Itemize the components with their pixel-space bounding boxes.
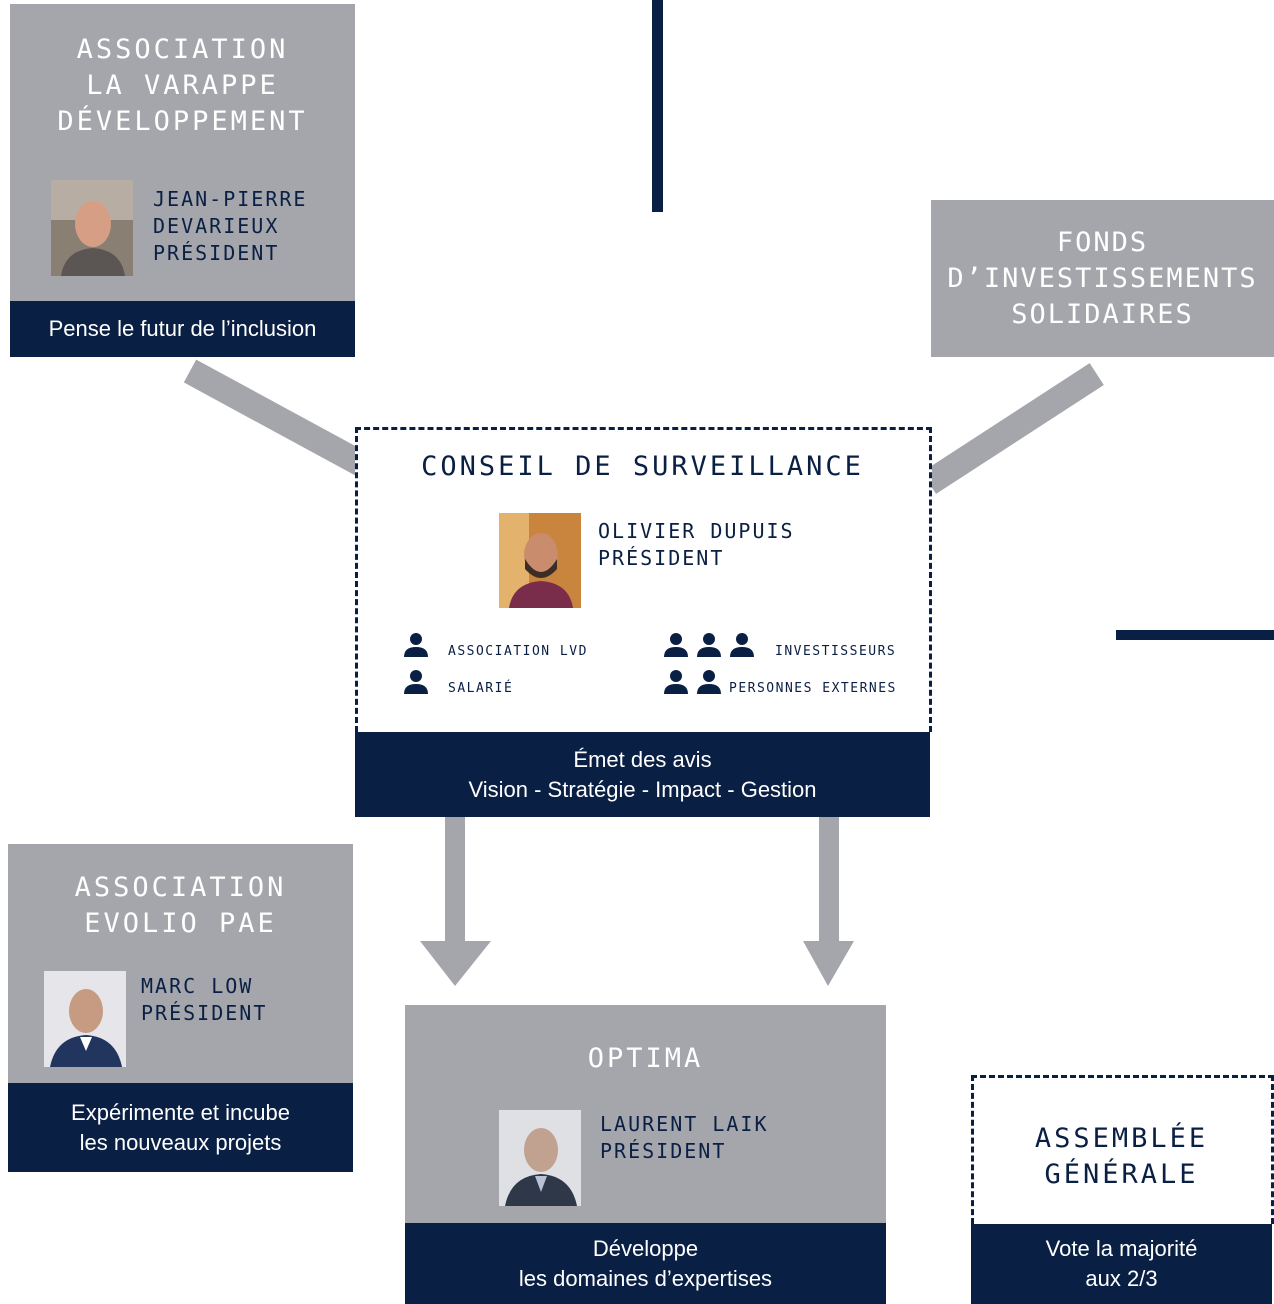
conseil-dashed-frame [355,427,932,732]
evolio-person-line: MARC LOW [141,974,254,998]
person-icon [730,633,754,657]
top-vertical-line [652,0,663,212]
optima-footer: Développe les domaines d’expertises [405,1223,886,1304]
person-icon [664,670,688,694]
arrow-down-left [420,815,491,986]
person-icon [697,670,721,694]
legend-personnes-externes: PERSONNES EXTERNES [729,681,897,696]
fonds-box: FONDS D’INVESTISSEMENTS SOLIDAIRES [931,200,1274,357]
evolio-title-line: EVOLIO PAE [84,908,277,939]
optima-box: OPTIMA LAURENT LAIK PRÉSIDENT Développe … [405,1005,886,1304]
conseil-footer: Émet des avis Vision - Stratégie - Impac… [355,732,930,817]
evolio-footer-line: les nouveaux projets [79,1129,282,1155]
lvd-president-photo [51,180,133,276]
lvd-person-line: PRÉSIDENT [153,241,280,265]
evolio-box: ASSOCIATION EVOLIO PAE MARC LOW PRÉSIDEN… [8,844,353,1172]
connector-fonds-conseil [921,363,1104,494]
evolio-person-line: PRÉSIDENT [141,1001,268,1025]
fonds-title: FONDS D’INVESTISSEMENTS SOLIDAIRES [931,225,1274,333]
assemblee-title: ASSEMBLÉE GÉNÉRALE [971,1121,1272,1193]
conseil-footer-line: Vision - Stratégie - Impact - Gestion [468,776,817,802]
evolio-footer-line: Expérimente et incube [71,1099,290,1125]
assemblee-footer-line: Vote la majorité [1045,1236,1198,1261]
evolio-title-line: ASSOCIATION [74,872,287,903]
fonds-title-line: D’INVESTISSEMENTS [947,263,1258,294]
person-icon [697,633,721,657]
lvd-president-name: JEAN-PIERRE DEVARIEUX PRÉSIDENT [153,186,307,267]
optima-president-photo [499,1110,581,1206]
conseil-footer-line: Émet des avis [573,746,712,772]
optima-footer-line: Développe [592,1235,699,1261]
right-horizontal-line [1116,630,1274,640]
lvd-box: ASSOCIATION LA VARAPPE DÉVELOPPEMENT JEA… [10,4,355,357]
person-icon [404,670,428,694]
evolio-footer: Expérimente et incube les nouveaux proje… [8,1083,353,1172]
lvd-person-line: DEVARIEUX [153,214,280,238]
conseil-person-line: PRÉSIDENT [598,546,725,570]
lvd-title: ASSOCIATION LA VARAPPE DÉVELOPPEMENT [10,32,355,140]
evolio-president-name: MARC LOW PRÉSIDENT [141,973,267,1027]
legend-association-lvd: ASSOCIATION LVD [448,644,588,659]
assemblee-footer-line: aux 2/3 [1085,1266,1158,1291]
person-icon [664,633,688,657]
lvd-footer: Pense le futur de l’inclusion [10,301,355,357]
lvd-person-line: JEAN-PIERRE [153,187,308,211]
lvd-footer-text: Pense le futur de l’inclusion [48,316,317,341]
optima-president-name: LAURENT LAIK PRÉSIDENT [600,1111,769,1165]
fonds-title-line: SOLIDAIRES [1011,299,1194,330]
assemblee-title-line: ASSEMBLÉE [1034,1123,1209,1154]
legend-salarie: SALARIÉ [448,681,514,696]
lvd-title-line: DÉVELOPPEMENT [57,106,308,137]
person-icon [404,633,428,657]
optima-person-line: PRÉSIDENT [600,1139,727,1163]
evolio-president-photo [44,971,126,1067]
conseil-president-name: OLIVIER DUPUIS PRÉSIDENT [598,518,795,572]
conseil-title: CONSEIL DE SURVEILLANCE [421,451,864,482]
optima-title: OPTIMA [587,1043,704,1074]
assemblee-box: ASSEMBLÉE GÉNÉRALE Vote la majorité aux … [971,1075,1274,1304]
conseil-box: CONSEIL DE SURVEILLANCE OLIVIER DUPUIS P… [355,427,932,817]
conseil-person-line: OLIVIER DUPUIS [598,519,795,543]
optima-footer-line: les domaines d’expertises [518,1265,773,1291]
assemblee-title-line: GÉNÉRALE [1044,1159,1199,1190]
assemblee-dashed-frame [971,1075,1274,1224]
optima-person-line: LAURENT LAIK [600,1112,769,1136]
conseil-president-photo [499,513,581,608]
evolio-title: ASSOCIATION EVOLIO PAE [8,870,353,942]
connector-lvd-conseil [183,359,374,479]
arrow-down-right [803,815,854,986]
assemblee-footer: Vote la majorité aux 2/3 [971,1224,1272,1304]
fonds-title-line: FONDS [1056,227,1149,258]
legend-investisseurs: INVESTISSEURS [775,644,897,659]
lvd-title-line: ASSOCIATION [76,34,289,65]
lvd-title-line: LA VARAPPE [86,70,279,101]
